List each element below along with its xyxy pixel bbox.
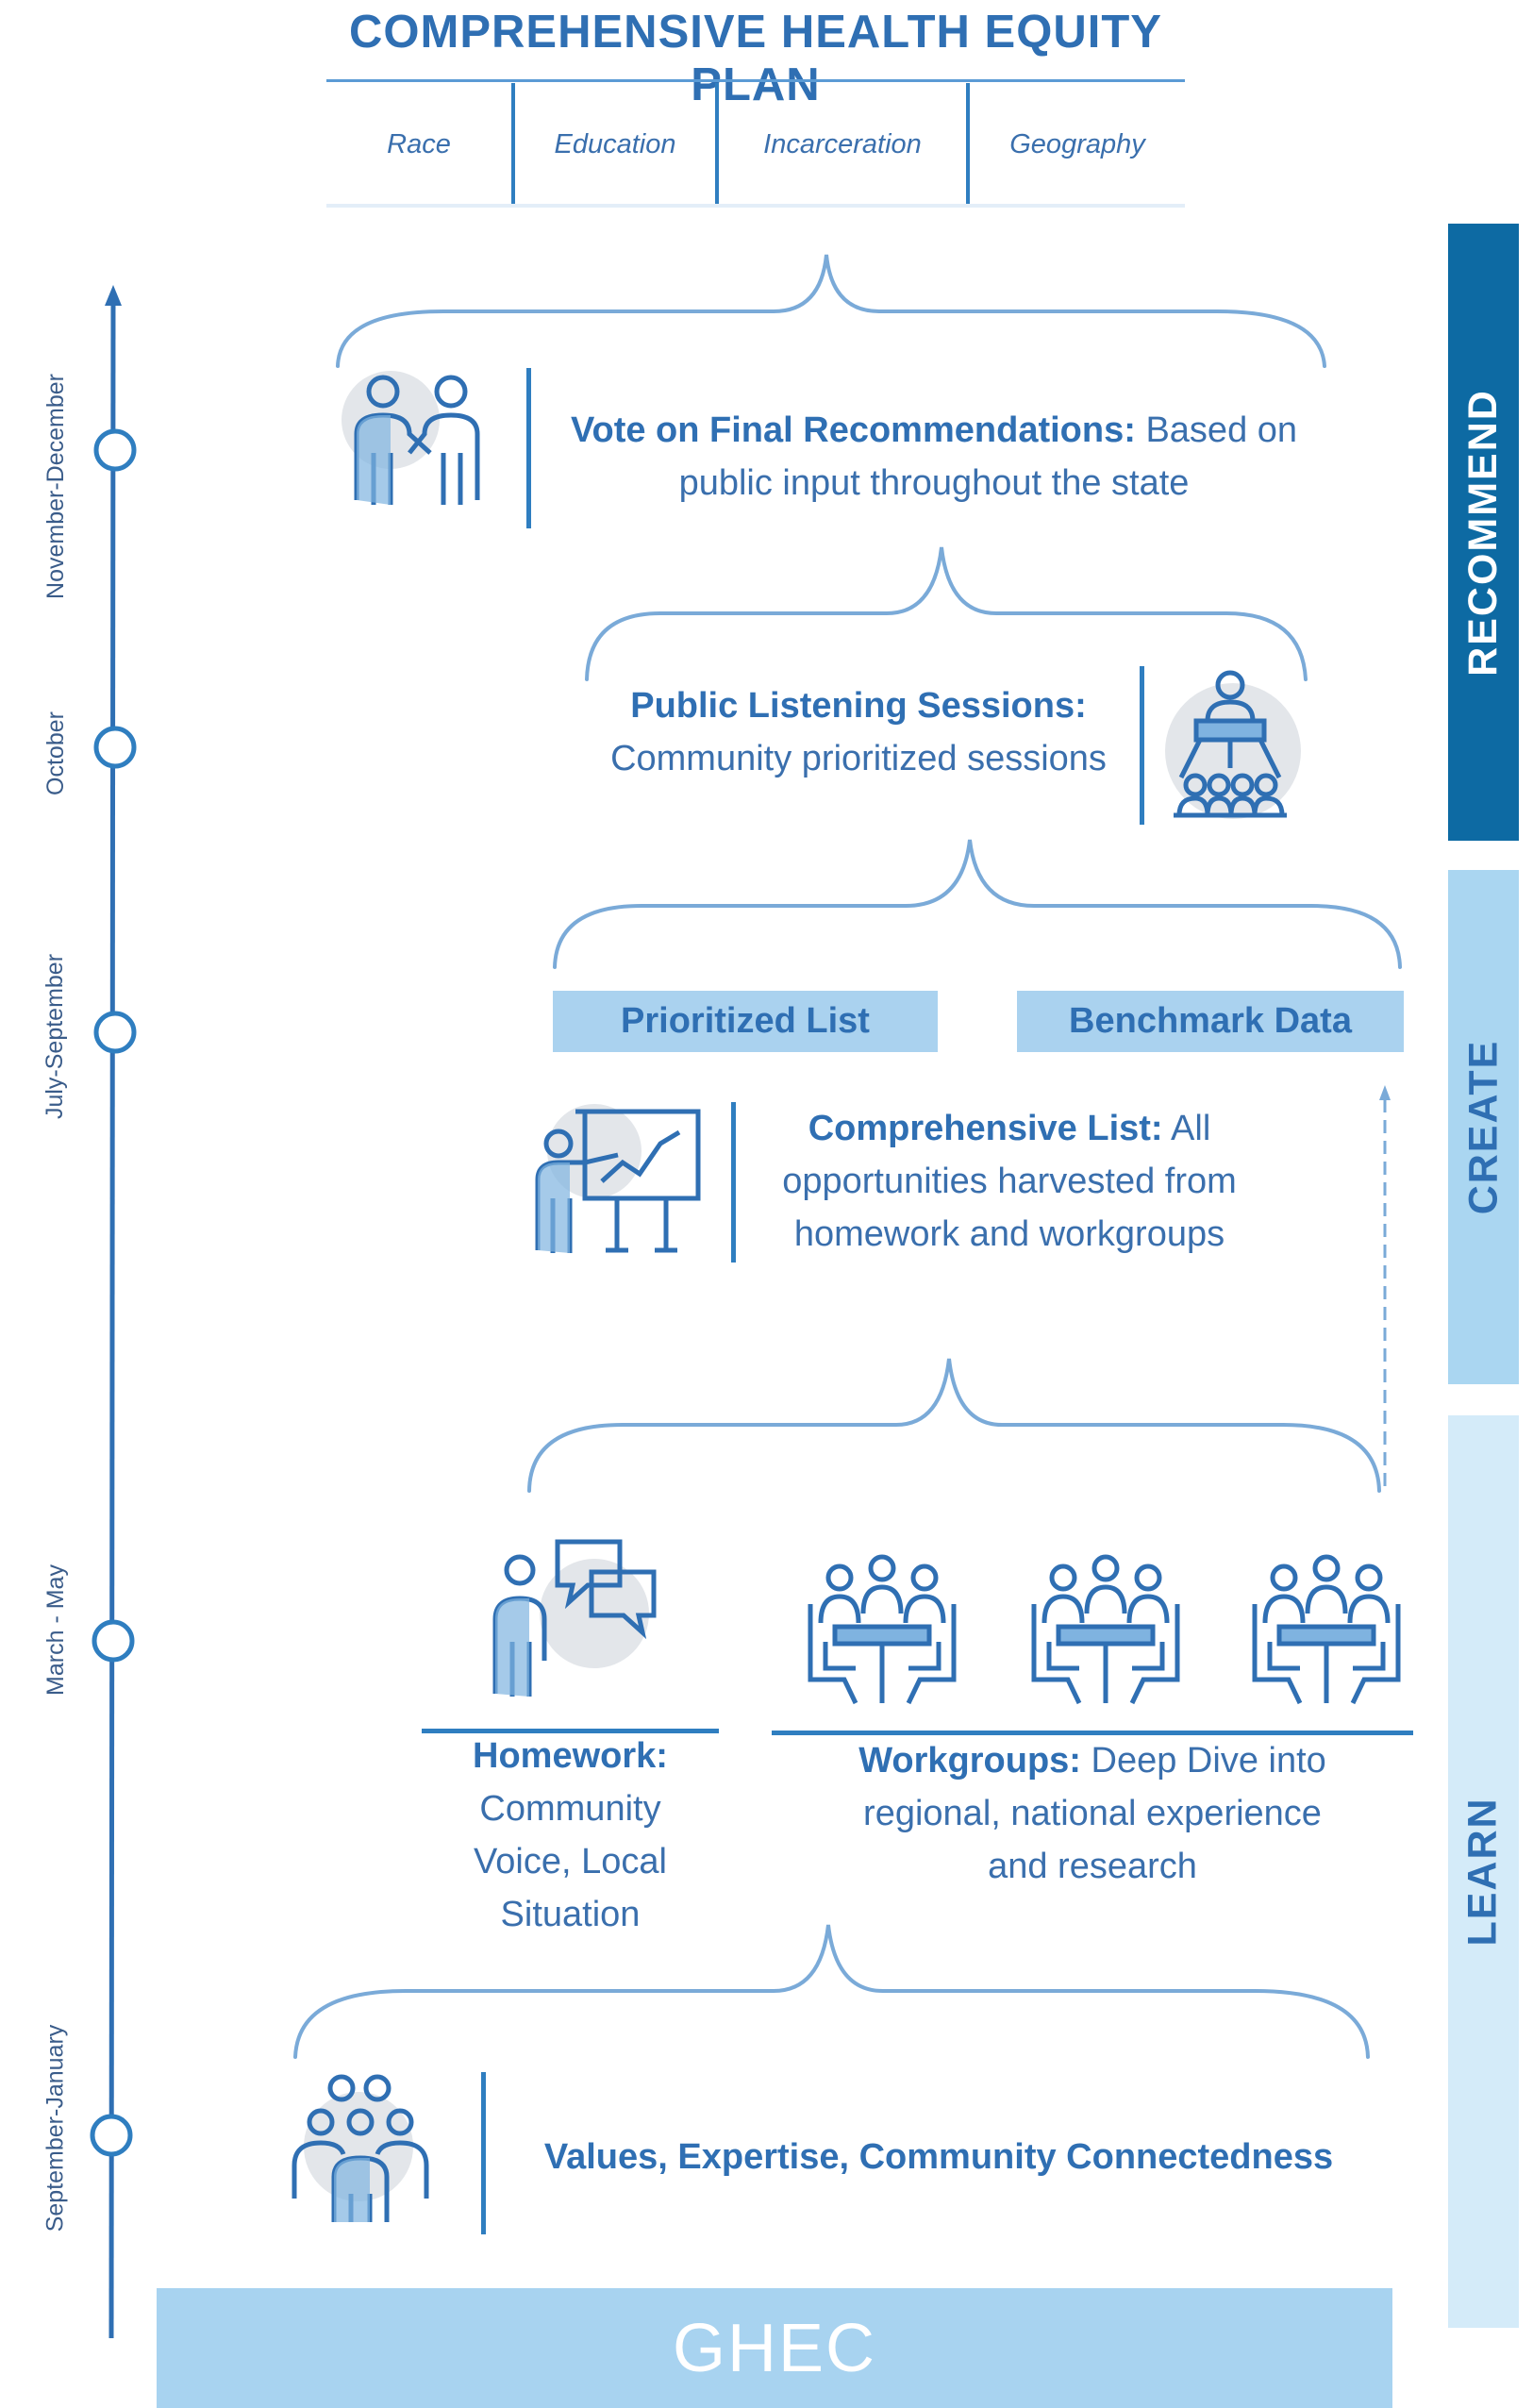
timeline-marker (92, 1619, 135, 1663)
vote-text-line2: public input throughout the state (678, 463, 1190, 503)
timeline-marker (93, 726, 137, 769)
tab-divider (715, 83, 719, 206)
handshake-people-icon (342, 371, 480, 505)
homework-title: Homework: (473, 1736, 668, 1776)
comprehensive-list-text: Comprehensive List: All opportunities ha… (745, 1102, 1274, 1261)
title-divider (326, 79, 1185, 82)
brace-learn (527, 1358, 1381, 1493)
period-july-september: July-September (42, 953, 69, 1119)
comprehensive-text-line3: homework and workgroups (793, 1214, 1225, 1254)
listening-divider (1140, 666, 1144, 825)
comprehensive-divider (731, 1102, 736, 1263)
comprehensive-text-line2: opportunities harvested from (782, 1162, 1237, 1201)
workgroups-rule (772, 1731, 1413, 1735)
vote-text: Based on (1145, 410, 1298, 450)
comprehensive-text: All (1171, 1109, 1211, 1148)
workgroups-text-line3: and research (988, 1847, 1197, 1886)
timeline-arrowhead (105, 285, 122, 306)
workgroups-text-line2: regional, national experience (863, 1794, 1322, 1833)
timeline-marker (93, 1011, 137, 1054)
timeline-marker (90, 2114, 133, 2157)
tab-incarceration: Incarceration (763, 128, 922, 159)
period-march-may: March - May (42, 1564, 69, 1696)
tab-divider (511, 83, 515, 206)
brace-vote (336, 254, 1326, 368)
meeting-table-icon (1252, 1554, 1401, 1705)
vote-title: Vote on Final Recommendations: (570, 410, 1136, 450)
meeting-table-icon (1031, 1554, 1180, 1705)
ghec-footer: GHEC (157, 2288, 1392, 2408)
brace-create (553, 839, 1402, 969)
homework-line: Community (479, 1789, 661, 1829)
homework-rule (422, 1729, 719, 1733)
stage-recommend: RECOMMEND (1448, 224, 1519, 841)
values-divider (481, 2072, 486, 2234)
tab-race: Race (387, 128, 451, 159)
tab-education: Education (554, 128, 676, 159)
timeline-marker (93, 428, 137, 472)
workgroups-title: Workgroups: (858, 1741, 1081, 1781)
vote-divider (526, 368, 531, 528)
brace-values (293, 1924, 1370, 2059)
stage-create: CREATE (1448, 870, 1519, 1384)
timeline-line (108, 293, 116, 2339)
dashed-arrowhead (1379, 1085, 1391, 1100)
prioritized-list-box: Prioritized List (553, 991, 938, 1052)
community-group-icon (292, 2074, 429, 2222)
period-november-december: November-December (42, 373, 69, 599)
tab-divider (966, 83, 970, 206)
stage-learn: LEARN (1448, 1415, 1519, 2328)
vote-recommendations-text: Vote on Final Recommendations: Based on … (547, 404, 1321, 510)
listening-text: Community prioritized sessions (610, 739, 1107, 778)
homework-line: Voice, Local (474, 1842, 667, 1881)
period-october: October (42, 711, 69, 795)
meeting-table-icon (808, 1554, 957, 1705)
brace-listening (585, 546, 1308, 681)
presentation-chart-icon (535, 1104, 701, 1253)
homework-text: Homework: Community Voice, Local Situati… (422, 1730, 719, 1941)
homework-line: Situation (500, 1895, 641, 1934)
period-september-january: September-January (42, 2024, 69, 2232)
benchmark-data-box: Benchmark Data (1017, 991, 1404, 1052)
listening-sessions-text: Public Listening Sessions: Community pri… (585, 679, 1132, 785)
workgroups-text: Workgroups: Deep Dive into regional, nat… (772, 1734, 1413, 1893)
person-speech-bubbles-icon (492, 1539, 657, 1697)
workgroups-text-line1: Deep Dive into (1091, 1741, 1326, 1781)
values-text: Values, Expertise, Community Connectedne… (543, 2137, 1334, 2177)
listening-title: Public Listening Sessions: (630, 686, 1087, 726)
tab-geography: Geography (1009, 128, 1145, 159)
tab-row-border (326, 204, 1185, 208)
page-title: COMPREHENSIVE HEALTH EQUITY PLAN (349, 7, 1162, 110)
comprehensive-title: Comprehensive List: (808, 1109, 1163, 1148)
presenter-audience-icon (1165, 670, 1301, 819)
